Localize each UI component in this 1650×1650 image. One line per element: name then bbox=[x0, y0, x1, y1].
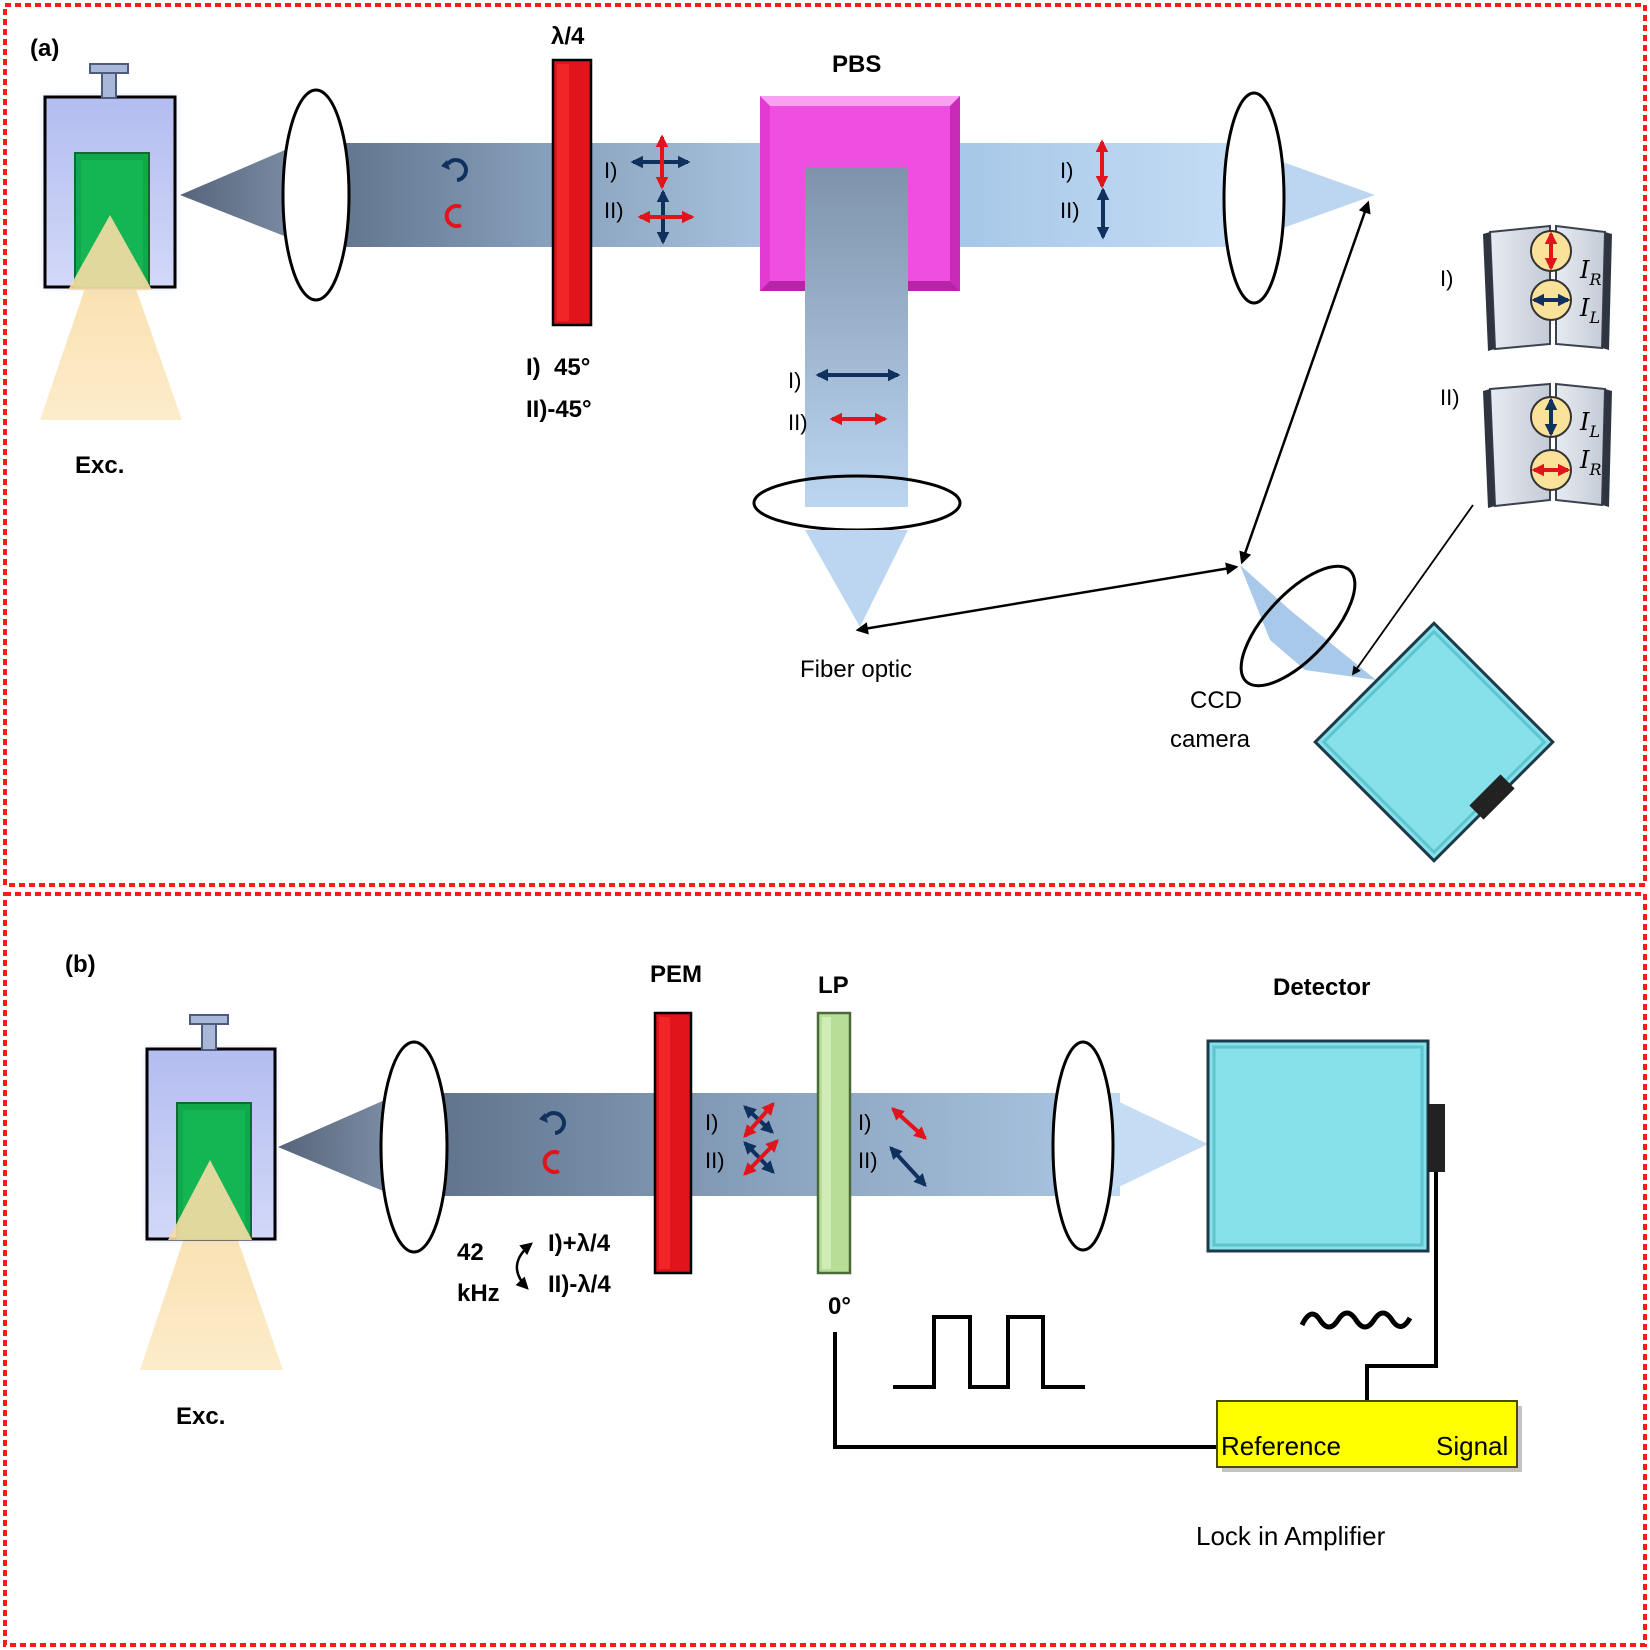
mod-state-1: I)+λ/4 bbox=[548, 1230, 611, 1257]
img-i-l: IL bbox=[1579, 294, 1600, 327]
state-1-after-qwp: I) bbox=[604, 158, 617, 183]
image-pointer-arrow bbox=[1351, 504, 1474, 676]
fiber-label: Fiber optic bbox=[800, 656, 912, 683]
beam-b-main bbox=[410, 1093, 1070, 1196]
lens-a1 bbox=[281, 88, 351, 302]
state-1-after-lp: I) bbox=[858, 1110, 871, 1135]
state-2-after-qwp: II) bbox=[604, 198, 624, 223]
state-2-after-pem: II) bbox=[705, 1148, 725, 1173]
image-card-ii bbox=[1483, 382, 1612, 508]
lp-angle: 0° bbox=[828, 1293, 851, 1320]
panel-b-frame bbox=[3, 892, 1647, 1647]
signal-wire bbox=[1365, 1172, 1438, 1402]
lockin-label: Lock in Amplifier bbox=[1196, 1521, 1386, 1551]
state-1-down: I) bbox=[788, 368, 801, 393]
pol-arrow-lp-ii bbox=[889, 1146, 927, 1187]
freq-unit: kHz bbox=[457, 1280, 500, 1307]
state-2-right: II) bbox=[1060, 198, 1080, 223]
img-ii-l: IL bbox=[1579, 408, 1600, 441]
state-2-after-lp: II) bbox=[858, 1148, 878, 1173]
circular-pol-icons-b bbox=[539, 1111, 566, 1174]
image-card-i bbox=[1483, 224, 1612, 351]
ccd-connector bbox=[1469, 774, 1515, 820]
pol-arrow-lp-i bbox=[891, 1107, 927, 1140]
modulation-curve-icon bbox=[515, 1242, 533, 1290]
image-state-1: I) bbox=[1440, 266, 1453, 291]
panel-b-label: (b) bbox=[65, 951, 96, 978]
ccd-label-1: CCD bbox=[1190, 687, 1242, 714]
reference-port-label: Reference bbox=[1221, 1431, 1341, 1461]
state-1-right: I) bbox=[1060, 158, 1073, 183]
image-state-2: II) bbox=[1440, 385, 1460, 410]
ccd-camera bbox=[1313, 621, 1555, 863]
ccd-label-2: camera bbox=[1170, 726, 1251, 753]
excitation-source-b bbox=[140, 1014, 283, 1370]
fiber-cone bbox=[805, 530, 908, 627]
pol-arrow-pem-ii-b bbox=[743, 1139, 779, 1176]
beam-a-down bbox=[805, 167, 908, 507]
reference-wire bbox=[833, 1332, 1217, 1449]
signal-port-label: Signal bbox=[1436, 1431, 1508, 1461]
img-ii-r: IR bbox=[1579, 446, 1602, 479]
beam-a-right bbox=[955, 143, 1230, 247]
lens-b2 bbox=[1051, 1040, 1115, 1252]
detector-connector bbox=[1428, 1104, 1445, 1172]
qwp-label: λ/4 bbox=[551, 23, 585, 50]
excitation-source-a bbox=[40, 63, 182, 420]
exc-label-a: Exc. bbox=[75, 452, 124, 479]
pol-arrow-pem-i-b bbox=[743, 1102, 775, 1138]
sine-wave-icon bbox=[1299, 1310, 1413, 1330]
panel-a-label: (a) bbox=[30, 35, 59, 62]
pbs-label: PBS bbox=[832, 51, 881, 78]
lens-a2 bbox=[1222, 91, 1286, 305]
emission-cone-b bbox=[278, 1088, 412, 1203]
beam-a-main bbox=[315, 143, 765, 247]
mod-state-2: II)-λ/4 bbox=[548, 1271, 611, 1298]
circular-pol-icons-a bbox=[441, 158, 468, 228]
square-wave-icon bbox=[893, 1315, 1085, 1389]
lock-in-amplifier bbox=[1216, 1400, 1518, 1468]
img-i-r: IR bbox=[1579, 256, 1602, 289]
lens-b1 bbox=[379, 1040, 449, 1254]
path-arrow-fiber-ccd bbox=[855, 562, 1239, 635]
focus-cone-b bbox=[1100, 1093, 1208, 1196]
exc-label-b: Exc. bbox=[176, 1403, 225, 1430]
detector-label: Detector bbox=[1273, 974, 1370, 1001]
ccd-cone bbox=[1240, 565, 1376, 680]
lens-ccd bbox=[1239, 564, 1357, 688]
pem-label: PEM bbox=[650, 961, 702, 988]
panel-a-frame bbox=[3, 3, 1647, 887]
qwp-angle-1: I) 45° bbox=[526, 354, 590, 381]
qwp-angle-2: II)-45° bbox=[526, 396, 592, 423]
path-arrow-focus-ccd bbox=[1239, 200, 1371, 565]
state-2-down: II) bbox=[788, 410, 808, 435]
state-1-after-pem: I) bbox=[705, 1110, 718, 1135]
lp-label: LP bbox=[818, 972, 849, 999]
freq-value: 42 bbox=[457, 1239, 484, 1266]
detector bbox=[1206, 1039, 1430, 1253]
